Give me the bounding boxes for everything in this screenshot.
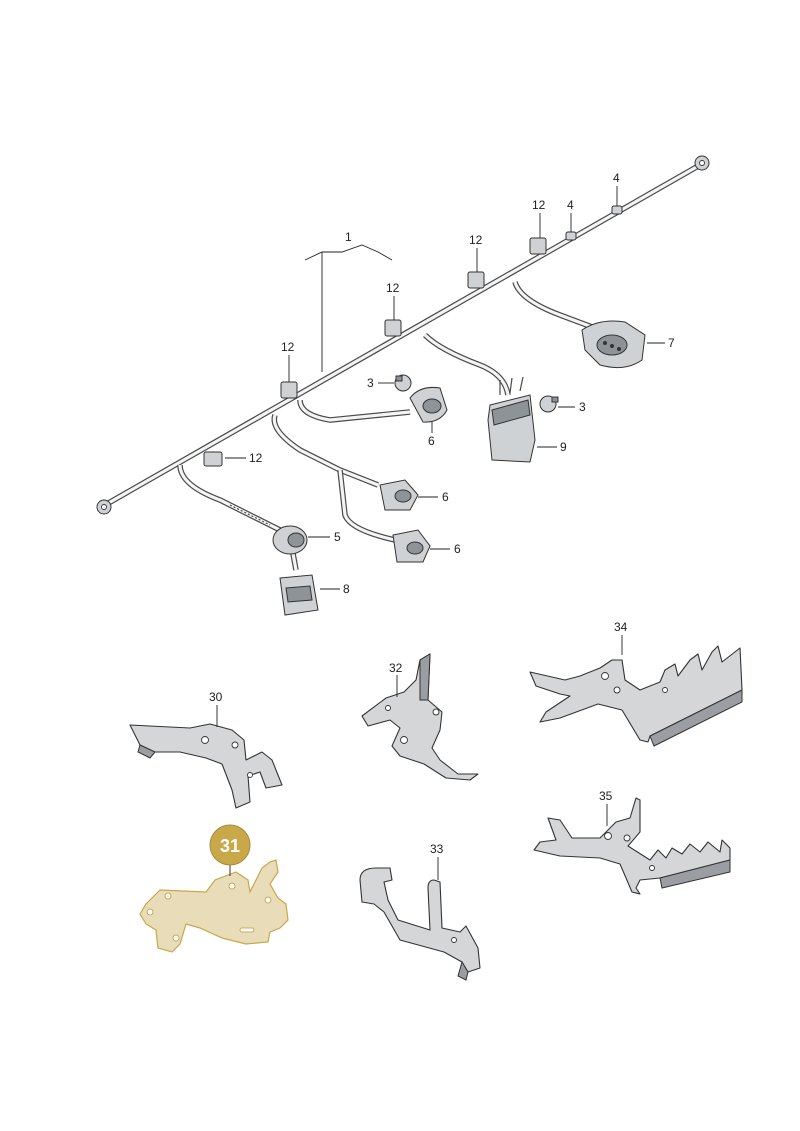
clamp-4 xyxy=(565,231,577,241)
connector-7 xyxy=(581,320,646,369)
bracket-31-highlighted xyxy=(139,859,289,953)
label-8: 8 xyxy=(343,582,350,596)
callout-labels: 1 4 4 12 12 12 12 12 7 9 6 6 6 5 8 3 3 3… xyxy=(209,171,675,856)
label-6: 6 xyxy=(442,490,449,504)
bracket-33 xyxy=(359,857,481,981)
label-1: 1 xyxy=(345,230,352,244)
label-32: 32 xyxy=(389,661,403,675)
highlight-badge: 31 xyxy=(209,824,251,866)
bracket-30 xyxy=(129,705,283,809)
clamp-4 xyxy=(611,205,623,215)
label-4: 4 xyxy=(613,171,620,185)
label-5: 5 xyxy=(334,530,341,544)
label-12: 12 xyxy=(281,340,295,354)
bracket-35 xyxy=(533,797,731,895)
holder-3-right xyxy=(539,395,559,413)
label-12: 12 xyxy=(249,451,263,465)
label-6: 6 xyxy=(428,434,435,448)
label-34: 34 xyxy=(614,620,628,634)
connector-6-middle xyxy=(379,479,419,511)
bracket-32 xyxy=(361,653,479,781)
holder-3-left xyxy=(394,374,412,392)
connector-6-lower xyxy=(392,529,431,563)
label-12: 12 xyxy=(532,198,546,212)
label-35: 35 xyxy=(599,789,613,803)
label-7: 7 xyxy=(668,336,675,350)
connector-6-upper xyxy=(409,387,448,423)
bracket-34 xyxy=(529,635,743,747)
clip-12 xyxy=(203,237,547,467)
label-12: 12 xyxy=(469,233,483,247)
label-9: 9 xyxy=(560,440,567,454)
label-31: 31 xyxy=(220,836,240,856)
label-33: 33 xyxy=(430,842,444,856)
label-4: 4 xyxy=(567,198,574,212)
label-6: 6 xyxy=(454,542,461,556)
label-12: 12 xyxy=(386,281,400,295)
label-30: 30 xyxy=(209,690,223,704)
leader-lines xyxy=(225,186,665,590)
connector-8 xyxy=(279,574,319,616)
sensor-5 xyxy=(272,525,308,555)
label-3: 3 xyxy=(579,400,586,414)
wiring-harness xyxy=(96,155,710,616)
label-3: 3 xyxy=(367,376,374,390)
connector-9 xyxy=(487,376,536,463)
